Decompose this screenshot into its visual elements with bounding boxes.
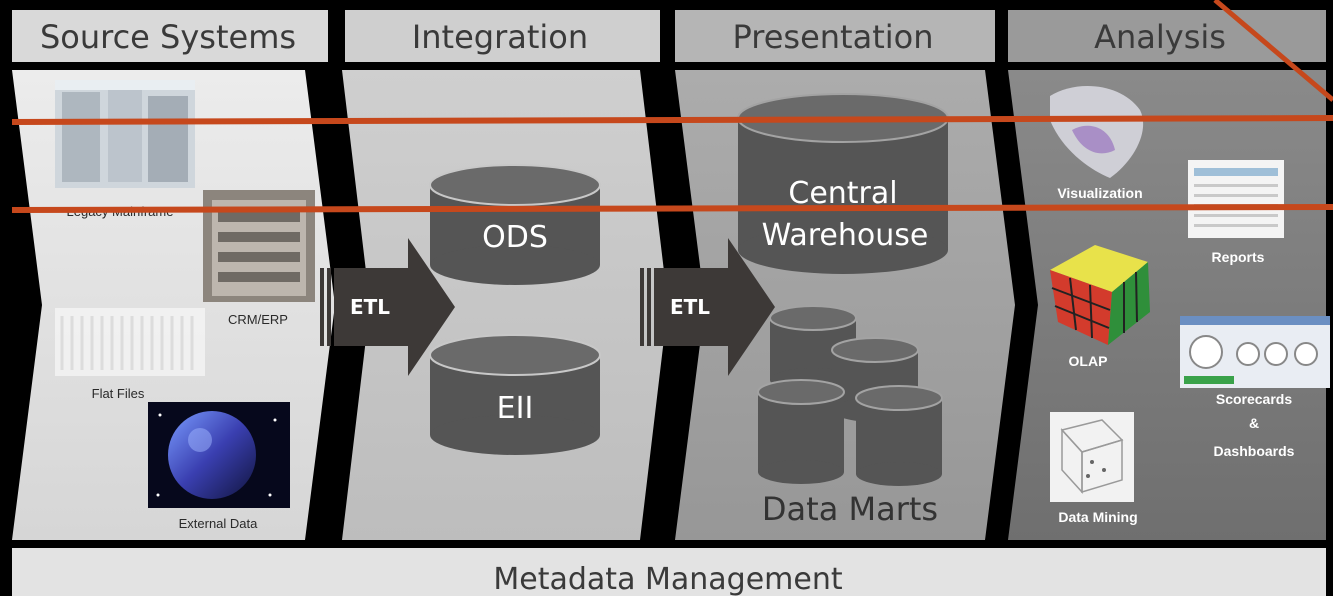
data-marts-group: Data Marts (757, 305, 943, 528)
flat-files-label: Flat Files (92, 386, 145, 401)
ods-label: ODS (482, 220, 548, 255)
metadata-management-label: Metadata Management (493, 562, 842, 596)
scorecards-label-line1: Scorecards (1216, 391, 1292, 407)
annotation-lines (11, 0, 1333, 213)
scorecards-label-line2: & (1249, 415, 1259, 431)
eii-label: EII (497, 391, 534, 426)
external-data-image (148, 402, 290, 508)
olap-cube-image (1050, 245, 1150, 345)
ods-cylinder: ODS (429, 164, 601, 285)
data-mart-cylinder (757, 379, 845, 484)
data-mart-cylinder (855, 385, 943, 486)
column-headers: Source Systems Integration Presentation … (12, 10, 1326, 62)
header-analysis: Analysis (1094, 18, 1226, 56)
etl-label-1: ETL (350, 295, 390, 319)
data-marts-label: Data Marts (762, 490, 938, 528)
etl-label-2: ETL (670, 295, 710, 319)
scorecards-image (1180, 316, 1330, 388)
reports-label: Reports (1212, 249, 1265, 265)
etl-arrow-2: ETL (640, 238, 775, 376)
visualization-label: Visualization (1057, 185, 1142, 201)
header-presentation: Presentation (733, 18, 934, 56)
legacy-mainframe-image (55, 80, 195, 188)
reports-image (1188, 160, 1284, 238)
header-source-systems: Source Systems (40, 18, 296, 56)
header-band-presentation (675, 10, 995, 62)
header-band-integration (345, 10, 660, 62)
central-warehouse-cylinder: Central Warehouse (737, 93, 949, 274)
data-mining-image (1050, 412, 1134, 502)
header-integration: Integration (412, 18, 588, 56)
olap-label: OLAP (1069, 353, 1108, 369)
eii-cylinder: EII (429, 334, 601, 455)
flat-files-image (55, 308, 205, 376)
header-band-source (12, 10, 328, 62)
metadata-management-band (12, 548, 1326, 596)
visualization-image (1050, 85, 1144, 178)
data-mining-label: Data Mining (1058, 509, 1137, 525)
header-band-analysis (1008, 10, 1326, 62)
scorecards-label-line3: Dashboards (1214, 443, 1295, 459)
etl-arrow-1: ETL (320, 238, 455, 376)
external-data-label: External Data (179, 516, 259, 531)
central-warehouse-line2: Warehouse (762, 218, 929, 253)
crm-erp-label: CRM/ERP (228, 312, 288, 327)
